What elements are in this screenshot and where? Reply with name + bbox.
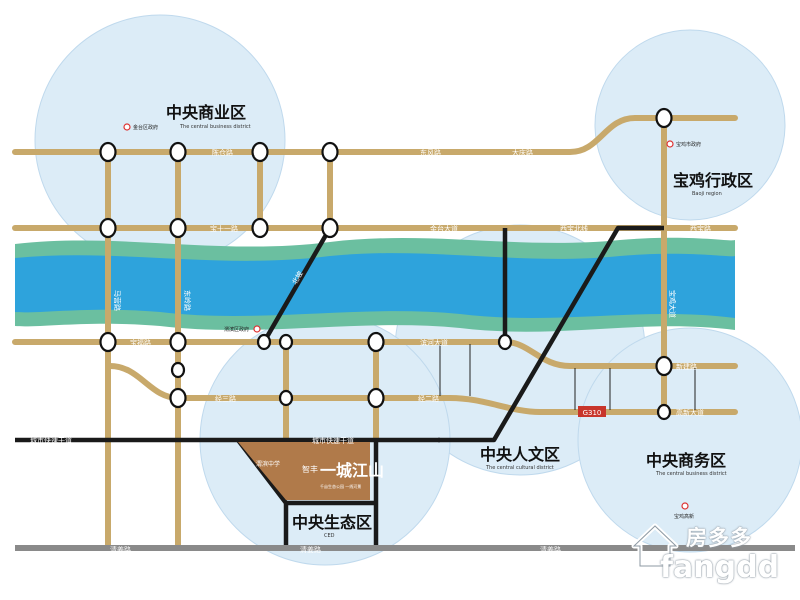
road-label: 陈仓路 <box>212 148 233 157</box>
zone-title-business: 中央商务区 <box>646 451 726 470</box>
zone-sub-cbd: The central business district <box>179 124 251 130</box>
road-label: 西宝北线 <box>560 224 588 233</box>
watermark-en: fangdd <box>660 550 780 585</box>
poi-markers: 金台区政府 宝鸡市政府 渭滨区政府 宝鸡高新 <box>123 123 701 520</box>
road-labels: 陈仓路 东风路 大庆路 滨河大道 西宝路 金台大道 宝十一路 西宝北线 新建路 … <box>30 148 711 554</box>
zone-title-cbd: 中央商业区 <box>166 103 246 122</box>
road-label: 高新大道 <box>676 408 704 417</box>
expressways <box>15 225 664 548</box>
road-label: 金台大道 <box>430 224 458 233</box>
road-label: 宝十一路 <box>210 224 238 233</box>
road-label: 滨河大道 <box>420 338 448 347</box>
road-label: 清姜路 <box>300 545 321 554</box>
expressway-diagonal-east <box>438 225 664 443</box>
poi-label: 金台区政府 <box>133 124 158 131</box>
poi-label: 宝鸡市政府 <box>676 141 701 148</box>
brand-label: 智丰 <box>302 464 318 474</box>
watermark: 房多多 fangdd <box>620 520 790 590</box>
road-label: 经二路 <box>418 394 439 403</box>
project-name: 一城江山 <box>320 461 384 480</box>
road-label: 西宝路 <box>690 224 711 233</box>
zone-sub-business: The central business district <box>655 471 727 477</box>
zone-title-admin: 宝鸡行政区 <box>673 171 753 190</box>
school-label: 渭滨中学 <box>256 460 280 468</box>
intersection-nodes <box>99 107 673 421</box>
poi-label: 渭滨区政府 <box>224 326 249 333</box>
zone-circle-business <box>577 327 800 553</box>
watermark-cn: 房多多 <box>686 526 752 550</box>
road-north-arterial <box>12 115 738 155</box>
road-label: 清姜路 <box>540 545 561 554</box>
road-label: 清姜路 <box>110 545 131 554</box>
zone-circle-admin <box>594 29 786 221</box>
connector-lines <box>439 344 696 410</box>
road-label: 东风路 <box>420 148 441 157</box>
river <box>15 237 735 332</box>
road-label: 经三路 <box>215 394 236 403</box>
house-logo-icon <box>631 523 679 568</box>
g310-label: G310 <box>583 409 602 417</box>
road-label: 大庆路 <box>512 148 533 157</box>
zone-sub-culture: The central cultural district <box>485 465 554 471</box>
road-label: 城市快速干道 <box>312 436 354 445</box>
road-southern-arterial <box>107 363 738 415</box>
expressway-diagonal-north <box>262 226 332 344</box>
poi-label: 宝鸡高新 <box>674 513 694 520</box>
zone-sub-eco: CED <box>324 533 335 539</box>
road-label: 马营路 <box>113 290 122 311</box>
road-label: 新建路 <box>676 362 697 371</box>
zone-title-culture: 中央人文区 <box>480 445 560 464</box>
road-label: 城市快速干道 <box>30 436 72 445</box>
project-tagline: 千亩生态公园 一线河景 <box>320 483 361 489</box>
zone-title-eco: 中央生态区 <box>292 513 372 532</box>
zone-sub-admin: Baoji region <box>692 191 722 197</box>
g310-badge: G310 <box>578 406 606 417</box>
road-label: 宝鸡大道 <box>668 290 677 318</box>
project-block: 渭滨中学 智丰 一城江山 千亩生态公园 一线河景 <box>238 442 384 500</box>
road-label: 东岭路 <box>183 290 192 311</box>
road-label: 宝福路 <box>130 338 151 347</box>
